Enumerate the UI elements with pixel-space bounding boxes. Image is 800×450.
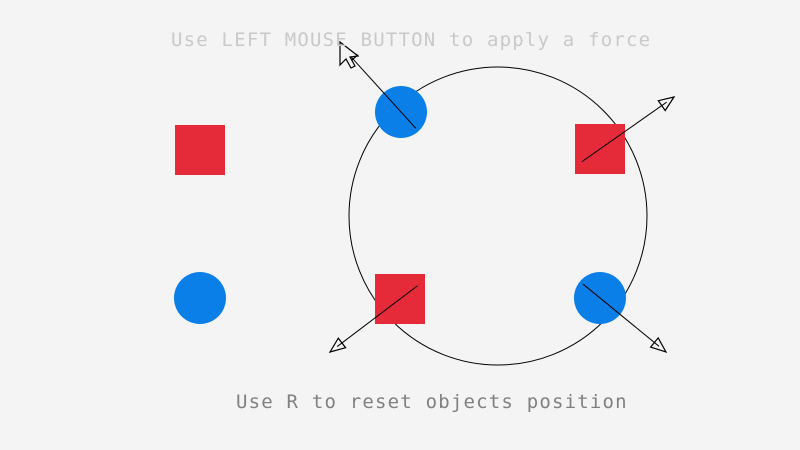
force-shaft xyxy=(336,285,418,347)
force-shaft xyxy=(582,283,660,347)
force-vector-circle-bottom-right xyxy=(582,283,668,354)
body-circle-bottom-left[interactable] xyxy=(174,272,226,324)
hint-text-apply-force: Use LEFT MOUSE BUTTON to apply a force xyxy=(171,29,652,51)
arrowhead-icon xyxy=(649,336,668,354)
arrowhead-icon xyxy=(328,337,347,353)
force-vector-square-bottom-middle xyxy=(328,285,418,353)
cursor-arrow xyxy=(339,40,360,69)
force-shaft xyxy=(348,54,417,129)
orbit-circle xyxy=(348,66,648,366)
arrowhead-icon xyxy=(657,96,676,112)
body-square-top-left[interactable] xyxy=(175,125,225,175)
force-vector-square-top-right xyxy=(581,96,676,163)
mouse-cursor-icon xyxy=(339,40,360,69)
hint-text-reset-objects: Use R to reset objects position xyxy=(236,391,628,413)
force-shaft xyxy=(581,101,667,163)
